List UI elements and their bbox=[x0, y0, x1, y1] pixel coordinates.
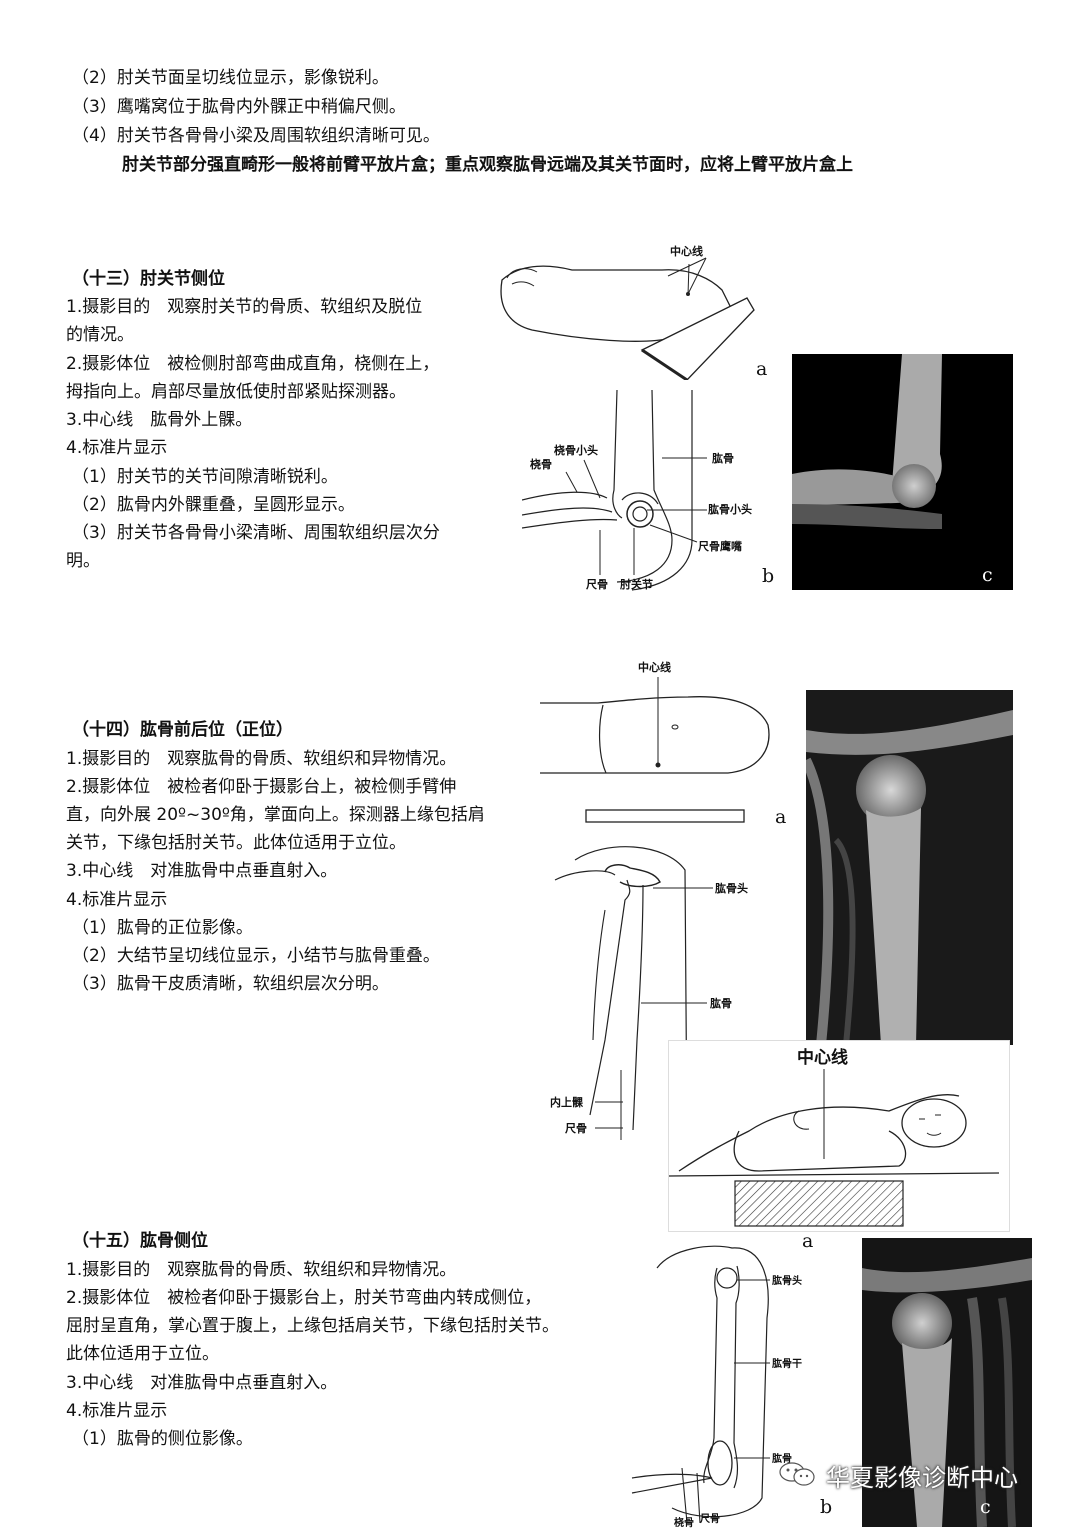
sec13-line: 4.标准片显示 bbox=[66, 438, 168, 458]
sec15-line: 屈肘呈直角，掌心置于腹上，上缘包括肩关节，下缘包括肘关节。 bbox=[66, 1316, 559, 1336]
sec15-fig-b: 肱骨头 肱骨干 肱骨 桡骨 尺骨 bbox=[631, 1245, 802, 1528]
sec14-line: 4.标准片显示 bbox=[66, 890, 168, 910]
label-radius: 桡骨 bbox=[530, 457, 552, 471]
fig-label-b: b bbox=[762, 565, 775, 587]
sec14-line: 2.摄影体位 被检者仰卧于摄影台上，被检侧手臂伸 bbox=[66, 777, 457, 797]
sec13-line: 的情况。 bbox=[66, 325, 134, 345]
sec15-line: 1.摄影目的 观察肱骨的骨质、软组织和异物情况。 bbox=[66, 1260, 457, 1280]
sec13-line: 3.中心线 肱骨外上髁。 bbox=[66, 410, 253, 430]
sec15-title: （十五）肱骨侧位 bbox=[72, 1231, 208, 1251]
fig-label-a: a bbox=[802, 1230, 814, 1252]
sec15-line: 2.摄影体位 被检者仰卧于摄影台上，肘关节弯曲内转成侧位， bbox=[66, 1288, 542, 1308]
sec14-xray bbox=[806, 690, 1013, 1045]
sec13-fig-a: 中心线 bbox=[500, 244, 755, 380]
label-olecranon: 尺骨鹰嘴 bbox=[698, 539, 742, 553]
sec14-title: （十四）肱骨前后位（正位） bbox=[72, 720, 293, 740]
sec14-line: （1）肱骨的正位影像。 bbox=[72, 918, 253, 938]
fig-label-a: a bbox=[775, 806, 787, 828]
sec15-line: 此体位适用于立位。 bbox=[66, 1344, 219, 1364]
sec15-line: 4.标准片显示 bbox=[66, 1401, 168, 1421]
sec14-line: 关节，下缘包括肘关节。此体位适用于立位。 bbox=[66, 833, 406, 853]
sec13-line: 2.摄影体位 被检侧肘部弯曲成直角，桡侧在上， bbox=[66, 354, 440, 374]
top-note: 肘关节部分强直畸形一般将前臂平放片盒；重点观察肱骨远端及其关节面时，应将上臂平放… bbox=[122, 155, 853, 175]
sec14-fig-b: 肱骨头 肱骨 内上髁 尺骨 bbox=[550, 846, 748, 1141]
label-humeral-head: 肱骨头 bbox=[772, 1274, 802, 1287]
sec13-line: （3）肘关节各骨骨小梁清晰、周围软组织层次分 bbox=[72, 523, 440, 543]
label-humerus: 肱骨 bbox=[710, 996, 732, 1010]
sec15-xray: c bbox=[862, 1238, 1032, 1527]
wechat-icon bbox=[776, 1460, 820, 1488]
fig-label-c: c bbox=[982, 564, 993, 586]
top-item-3: （3）鹰嘴窝位于肱骨内外髁正中稍偏尺侧。 bbox=[72, 97, 406, 117]
sec13-fig-b: 桡骨小头 桡骨 肱骨 肱骨小头 尺骨鹰嘴 尺骨 肘关节 bbox=[522, 390, 752, 591]
sec15-fig-a: 中心线 bbox=[668, 1040, 1010, 1232]
sec13-line: （2）肱骨内外髁重叠，呈圆形显示。 bbox=[72, 495, 355, 515]
center-line-label: 中心线 bbox=[638, 660, 671, 674]
top-item-2: （2）肘关节面呈切线位显示，影像锐利。 bbox=[72, 68, 389, 88]
top-item-4: （4）肘关节各骨骨小梁及周围软组织清晰可见。 bbox=[72, 126, 440, 146]
sec13-title: （十三）肘关节侧位 bbox=[72, 269, 225, 289]
label-elbow-joint: 肘关节 bbox=[620, 577, 653, 591]
sec14-line: 直，向外展 20º~30º角，掌面向上。探测器上缘包括肩 bbox=[66, 805, 485, 825]
fig-label-a: a bbox=[756, 358, 768, 380]
sec13-line: （1）肘关节的关节间隙清晰锐利。 bbox=[72, 467, 338, 487]
sec14-line: 1.摄影目的 观察肱骨的骨质、软组织和异物情况。 bbox=[66, 749, 457, 769]
sec13-xray: c bbox=[792, 354, 1013, 590]
sec14-line: 3.中心线 对准肱骨中点垂直射入。 bbox=[66, 861, 338, 881]
center-line-label: 中心线 bbox=[670, 244, 703, 258]
label-medial-epicondyle: 内上髁 bbox=[550, 1095, 584, 1109]
label-humeral-shaft: 肱骨干 bbox=[772, 1357, 802, 1370]
label-capitulum: 肱骨小头 bbox=[708, 502, 752, 516]
sec15-line: 3.中心线 对准肱骨中点垂直射入。 bbox=[66, 1373, 338, 1393]
label-ulna: 尺骨 bbox=[586, 578, 608, 591]
sec14-line: （3）肱骨干皮质清晰，软组织层次分明。 bbox=[72, 974, 389, 994]
label-humerus: 肱骨 bbox=[772, 1452, 792, 1465]
sec14-fig-a: 中心线 bbox=[540, 660, 770, 823]
sec15-line: （1）肱骨的侧位影像。 bbox=[72, 1429, 253, 1449]
center-line-label: 中心线 bbox=[797, 1047, 848, 1068]
label-ulna: 尺骨 bbox=[700, 1513, 720, 1525]
sec14-line: （2）大结节呈切线位显示，小结节与肱骨重叠。 bbox=[72, 946, 440, 966]
label-ulna: 尺骨 bbox=[565, 1122, 587, 1135]
sec13-line: 明。 bbox=[66, 551, 100, 571]
sec13-line: 1.摄影目的 观察肘关节的骨质、软组织及脱位 bbox=[66, 297, 423, 317]
label-humerus: 肱骨 bbox=[712, 451, 734, 465]
fig-label-c: c bbox=[980, 1496, 991, 1518]
label-radius: 桡骨 bbox=[674, 1516, 694, 1528]
label-radial-head: 桡骨小头 bbox=[554, 443, 598, 457]
watermark: 华夏影像诊断中心 bbox=[826, 1464, 1018, 1492]
label-humeral-head: 肱骨头 bbox=[715, 881, 748, 895]
fig-label-b: b bbox=[820, 1496, 833, 1518]
sec13-line: 拇指向上。肩部尽量放低使肘部紧贴探测器。 bbox=[66, 382, 406, 402]
